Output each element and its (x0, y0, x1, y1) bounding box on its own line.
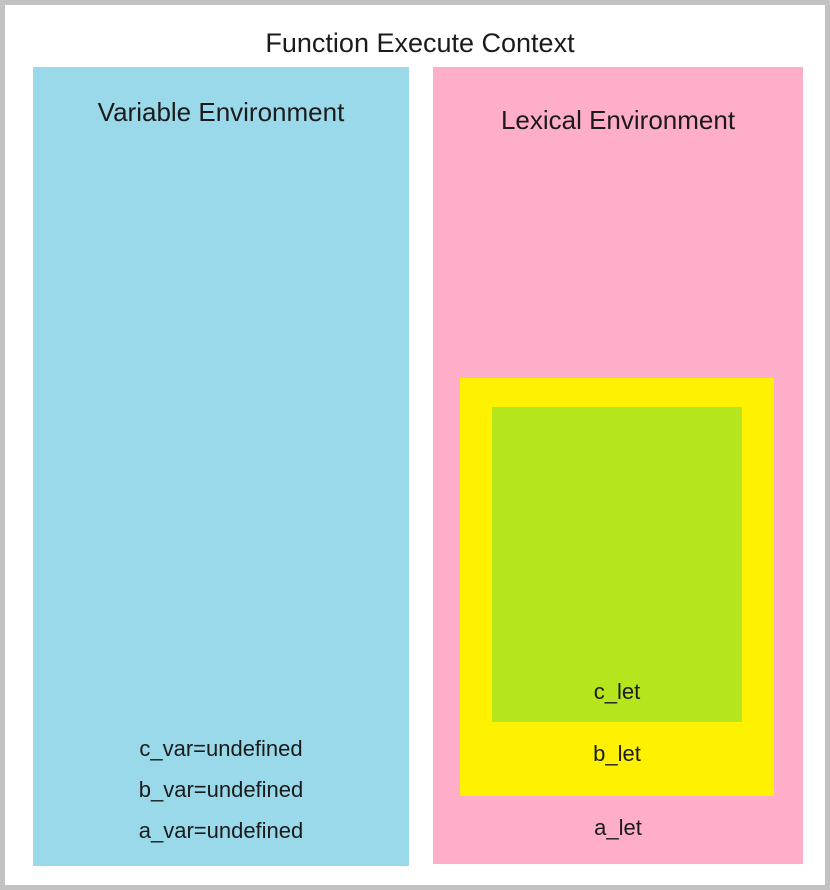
var-entry-c: c_var=undefined (139, 736, 303, 761)
lexical-environment-label: Lexical Environment (500, 105, 736, 135)
c-let-label: c_let (593, 679, 641, 704)
a-let-label: a_let (594, 815, 642, 840)
c-let-scope-box: c_let (492, 407, 742, 722)
variable-list: c_var=undefined b_var=undefined a_var=un… (33, 728, 409, 851)
diagram-title: Function Execute Context (265, 28, 575, 58)
b-let-label: b_let (593, 741, 641, 766)
lexical-environment-box: Lexical Environment c_let b_let a_let (433, 67, 803, 864)
b-let-scope-box: c_let b_let (460, 378, 774, 796)
var-entry-b: b_var=undefined (138, 777, 304, 802)
variable-environment-label: Variable Environment (97, 97, 345, 127)
var-entry-a: a_var=undefined (138, 818, 304, 843)
variable-environment-box: Variable Environment c_var=undefined b_v… (33, 67, 409, 866)
